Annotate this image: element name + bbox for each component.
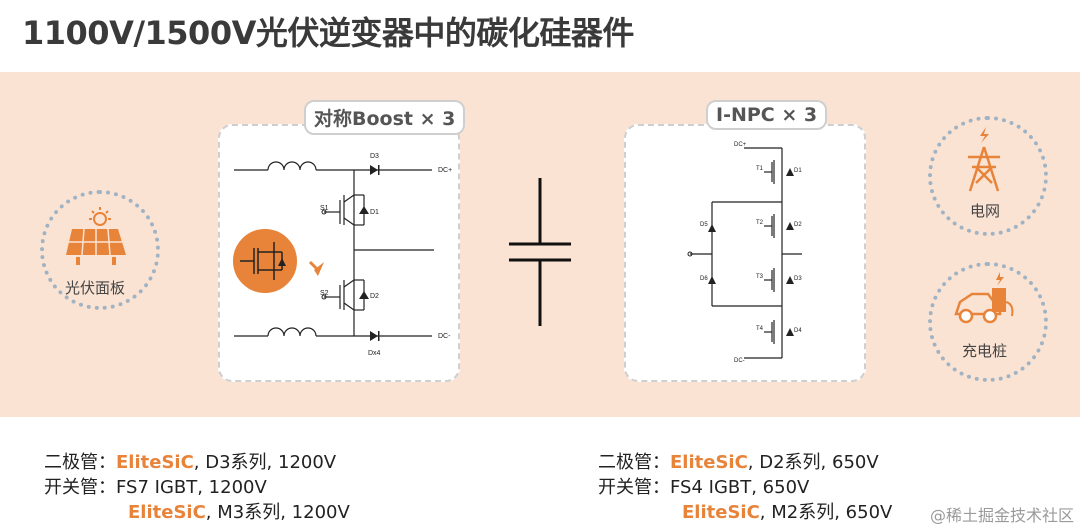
label-d2: D2 — [370, 293, 379, 300]
solar-panel-icon — [66, 207, 126, 265]
label-dcm: DC- — [438, 333, 451, 340]
label-t1: T1 — [756, 166, 764, 172]
label-t4: T4 — [756, 326, 764, 332]
spec-label: 开关管： — [598, 477, 670, 498]
grid-label: 电网 — [970, 202, 1001, 220]
label-dcp-r: DC+ — [734, 142, 747, 148]
brand-name: EliteSiC — [682, 502, 760, 523]
label-d3: D3 — [370, 153, 379, 160]
spec-text: , D2系列, 650V — [747, 452, 879, 473]
capacitor-symbol — [509, 178, 571, 326]
brand-name: EliteSiC — [670, 452, 748, 473]
spec-text: , M2系列, 650V — [759, 502, 893, 523]
watermark: @稀土掘金技术社区 — [929, 506, 1074, 525]
spec-label: 二极管： — [598, 452, 670, 473]
label-s2: S2 — [320, 290, 329, 297]
label-d5: D5 — [700, 222, 708, 228]
boost-tag: 对称Boost × 3 — [304, 100, 466, 135]
label-d1-r: D1 — [794, 168, 802, 174]
boost-circuit: D3 DC+ S1 D1 S2 D2 DC- Dx4 — [234, 153, 452, 357]
mosfet-badge-icon — [231, 227, 324, 295]
spec-text: , D3系列, 1200V — [193, 452, 337, 473]
specs-right: 二极管：EliteSiC, D2系列, 650V 开关管：FS4 IGBT, 6… — [598, 450, 892, 525]
charger-circle — [928, 262, 1048, 382]
label-dx4: Dx4 — [368, 350, 381, 357]
label-t2: T2 — [756, 220, 764, 226]
solar-label: 光伏面板 — [65, 279, 126, 297]
specs-left: 二极管：EliteSiC, D3系列, 1200V 开关管：FS7 IGBT, … — [44, 450, 350, 525]
ev-charger-icon — [954, 272, 1014, 324]
spec-text: , M3系列, 1200V — [205, 502, 350, 523]
page-title: 1100V/1500V光伏逆变器中的碳化硅器件 — [22, 14, 634, 52]
brand-name: EliteSiC — [128, 502, 206, 523]
label-d6: D6 — [700, 276, 708, 282]
label-d2-r: D2 — [794, 222, 802, 228]
label-dcp: DC+ — [438, 167, 452, 174]
solar-circle — [40, 190, 160, 310]
inpc-tag: I-NPC × 3 — [706, 100, 828, 130]
grid-circle — [928, 116, 1048, 236]
charger-label: 充电桩 — [962, 342, 1008, 360]
label-d4-r: D4 — [794, 328, 802, 334]
label-s1: S1 — [320, 205, 329, 212]
label-t3: T3 — [756, 274, 764, 280]
inpc-panel — [624, 124, 866, 382]
spec-text: FS4 IGBT, 650V — [670, 477, 810, 498]
spec-text: FS7 IGBT, 1200V — [116, 477, 267, 498]
spec-label: 二极管： — [44, 452, 116, 473]
brand-name: EliteSiC — [116, 452, 194, 473]
label-d3-r: D3 — [794, 276, 802, 282]
inpc-circuit: DC+ T1 D1 D5 T2 D2 D6 T3 D3 T4 D4 DC- — [687, 142, 802, 364]
spec-label: 开关管： — [44, 477, 116, 498]
label-dcm-r: DC- — [734, 358, 745, 364]
label-d1: D1 — [370, 209, 379, 216]
power-tower-icon — [968, 127, 1000, 192]
